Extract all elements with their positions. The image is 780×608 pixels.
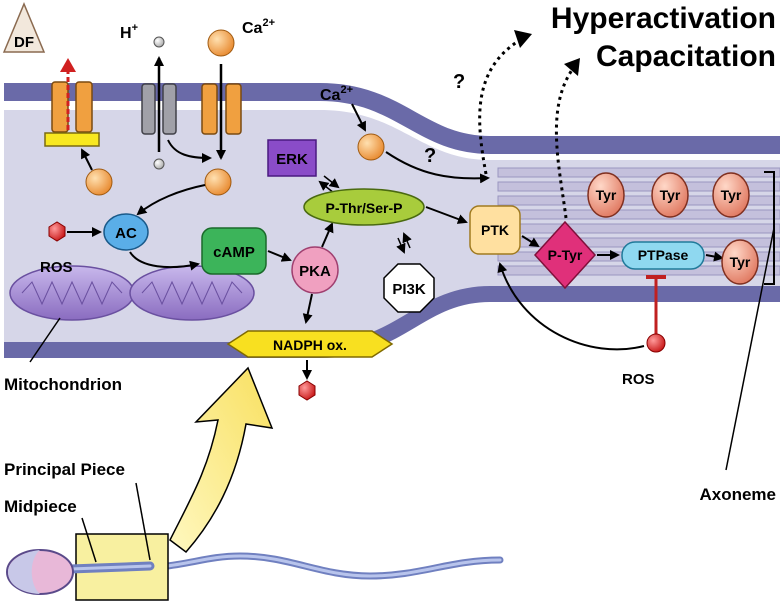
tyr-residue-4 xyxy=(721,239,759,285)
title-line-2: Capacitation xyxy=(596,40,776,73)
pthr-pi3k-reversible xyxy=(396,232,412,254)
tyr-label-1: Tyr xyxy=(596,187,617,203)
df-triangle xyxy=(2,2,46,53)
ptk-label: PTK xyxy=(481,222,509,238)
dotted-arrowhead-capacitation xyxy=(564,58,580,76)
erk-node xyxy=(267,139,317,177)
ac-node xyxy=(103,213,149,251)
arrow-pthr-to-ptk xyxy=(425,206,468,224)
arrow-ca-to-df xyxy=(81,148,93,171)
tyr-residue-1 xyxy=(587,172,625,218)
h-plus-label: H+ xyxy=(120,22,138,42)
ros-left-label: ROS xyxy=(40,259,73,276)
proton-top xyxy=(153,36,165,48)
question-mid: ? xyxy=(424,145,436,167)
tyr-label-2: Tyr xyxy=(660,187,681,203)
ptpase-label: PTPase xyxy=(638,247,689,263)
calcium-ion-mid xyxy=(357,133,385,161)
pthr-label: P-Thr/Ser-P xyxy=(325,200,402,216)
ca-mid-label: Ca2+ xyxy=(320,84,353,104)
zoom-arrow xyxy=(169,366,274,554)
sperm-tail-inner xyxy=(118,554,502,578)
mitochondrion-2-cristae xyxy=(141,280,243,306)
midpiece-leader xyxy=(81,517,97,563)
ptpase-node xyxy=(621,241,705,270)
pka-node xyxy=(291,246,339,294)
arrow-ca-to-ac xyxy=(136,184,206,216)
axoneme-leader xyxy=(725,227,775,471)
dotted-arrow-to-capacitation xyxy=(554,69,574,219)
upper-membrane xyxy=(4,83,780,154)
pthr-node xyxy=(303,188,425,226)
tyr-label-4: Tyr xyxy=(730,254,751,270)
dotted-arrowhead-hyperactivation xyxy=(514,30,532,48)
principal-piece-leader xyxy=(135,482,151,561)
nadph-label: NADPH ox. xyxy=(273,337,347,353)
arrow-pka-to-pthr xyxy=(321,222,334,248)
ptyr-node xyxy=(533,220,597,290)
erk-label: ERK xyxy=(276,151,308,168)
title-line-1: Hyperactivation xyxy=(551,2,776,35)
midpiece-label: Midpiece xyxy=(4,497,77,516)
ros-produced-hexagon xyxy=(298,380,316,401)
ac-label: AC xyxy=(115,225,137,242)
arrow-h-to-ca xyxy=(167,139,212,163)
mitochondrion-leader xyxy=(29,317,61,363)
arrow-ca-to-hyperactivation xyxy=(385,151,490,184)
principal-piece-label: Principal Piece xyxy=(4,460,125,479)
camp-label: cAMP xyxy=(213,244,255,261)
tyr-residue-3 xyxy=(712,172,750,218)
pi3k-label: PI3K xyxy=(392,281,426,298)
axoneme-label: Axoneme xyxy=(699,485,776,504)
camp-node xyxy=(201,227,267,275)
ros-right-circle xyxy=(646,333,666,353)
ptyr-label: P-Tyr xyxy=(548,247,583,263)
tyr-label-3: Tyr xyxy=(721,187,742,203)
df-label: DF xyxy=(14,34,34,51)
arrow-ros-to-ptk xyxy=(497,262,645,351)
tyr-residues: Tyr Tyr Tyr Tyr xyxy=(587,172,759,285)
calcium-ion-inside xyxy=(204,168,232,196)
nadph-node xyxy=(226,330,394,358)
ros-left-hexagon xyxy=(48,221,66,242)
sperm-acrosome xyxy=(8,550,40,594)
mitochondrion-1-cristae xyxy=(21,280,123,306)
arrow-camp-to-pka xyxy=(267,250,292,262)
pi3k-node xyxy=(383,263,435,313)
sperm-illustration xyxy=(6,533,504,601)
calcium-ion-top xyxy=(207,29,235,57)
calcium-ion-left xyxy=(85,168,113,196)
question-top: ? xyxy=(453,71,465,93)
ros-right-label: ROS xyxy=(622,371,655,388)
mitochondrion-label: Mitochondrion xyxy=(4,375,122,394)
calcium-channel xyxy=(201,83,242,135)
sperm-midpiece-inner xyxy=(68,564,152,571)
arrow-pka-to-nadph xyxy=(302,293,313,324)
pka-label: PKA xyxy=(299,263,331,280)
proton-channel xyxy=(141,83,177,135)
arrow-ptk-to-ptyr xyxy=(521,235,540,248)
ptk-node xyxy=(469,205,521,255)
arrow-ac-to-camp xyxy=(129,251,200,271)
arrow-ptpase-to-tyr xyxy=(705,251,724,262)
df-channel xyxy=(44,58,100,147)
ca-top-label: Ca2+ xyxy=(242,17,275,37)
tyr-residue-2 xyxy=(651,172,689,218)
proton-bottom xyxy=(153,158,165,170)
arrow-ca-mid-in xyxy=(351,103,366,132)
